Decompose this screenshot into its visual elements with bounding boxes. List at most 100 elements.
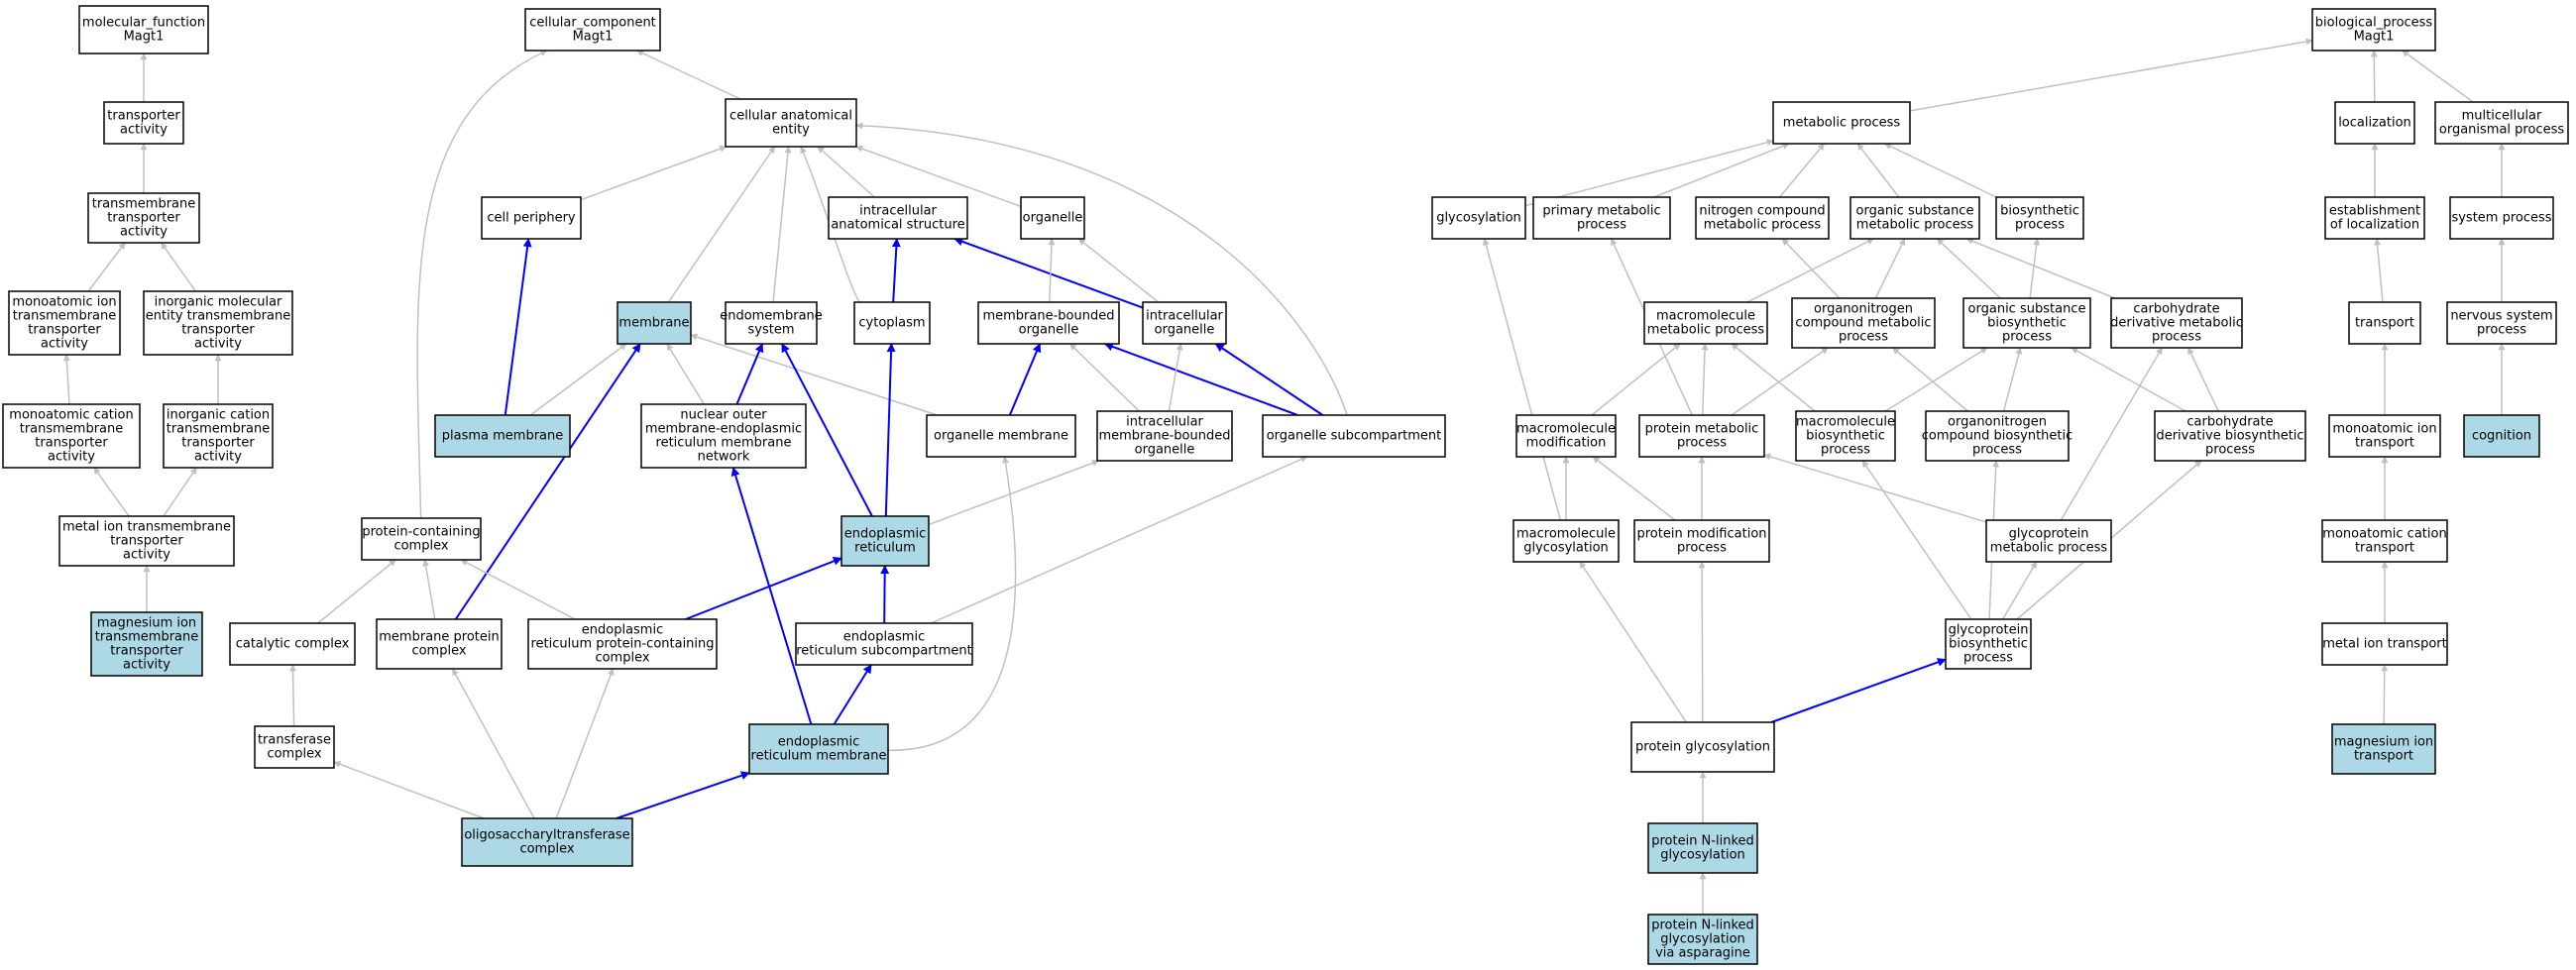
node-organelle-membrane[interactable]: organelle membrane <box>926 414 1076 458</box>
node-label-line: process <box>1821 443 1870 458</box>
node-protein-glycosylation[interactable]: protein glycosylation <box>1630 721 1775 773</box>
node-inorganic-cation-transmembrane-transporter-activity[interactable]: inorganic cationtransmembranetransporter… <box>163 403 274 469</box>
node-label-line: cytoplasm <box>858 316 925 331</box>
node-box <box>163 403 274 469</box>
node-catalytic-complex[interactable]: catalytic complex <box>229 622 356 666</box>
node-monoatomic-cation-transmembrane-transporter-activity[interactable]: monoatomic cationtransmembranetransporte… <box>2 403 141 469</box>
node-label-line: process <box>1839 330 1888 345</box>
node-glycosylation[interactable]: glycosylation <box>1431 196 1526 240</box>
node-label-line: metal ion transmembrane <box>62 520 231 535</box>
node-metabolic-process[interactable]: metabolic process <box>1772 101 1911 145</box>
node-label-line: intracellular <box>1126 415 1203 430</box>
node-box <box>640 403 807 469</box>
edge-mop-to-bp <box>2402 50 2474 103</box>
edge-pcc-to-cc <box>416 50 548 519</box>
node-label-line: process <box>2152 330 2201 345</box>
node-organelle[interactable]: organelle <box>1020 196 1085 240</box>
node-cognition[interactable]: cognition <box>2463 414 2540 458</box>
node-organelle-subcompartment[interactable]: organelle subcompartment <box>1262 414 1446 458</box>
node-label-line: process <box>2015 218 2065 233</box>
edge-io-to-org <box>1077 238 1160 303</box>
node-metal-ion-transport[interactable]: metal ion transport <box>2321 622 2448 666</box>
edge-cyt-to-ias <box>891 238 901 303</box>
node-membrane[interactable]: membrane <box>616 301 692 345</box>
node-label-line: endoplasmic <box>582 623 663 638</box>
edge-tr-to-eol <box>2374 238 2384 303</box>
node-label-line: of localization <box>2330 218 2419 233</box>
node-label-line: primary metabolic <box>1542 204 1660 219</box>
edge-os-to-io <box>1214 343 1324 416</box>
node-nuclear-outer-membrane-endoplasmic-reticulum-membrane-network[interactable]: nuclear outermembrane-endoplasmicreticul… <box>640 403 807 469</box>
edge-ost-to-erm <box>616 771 750 819</box>
edge-cp-to-cae <box>580 145 728 201</box>
node-label-line: intracellular <box>1146 309 1223 324</box>
node-label-line: cognition <box>2472 429 2531 444</box>
node-label-line: protein N-linked <box>1651 834 1754 849</box>
node-transport[interactable]: transport <box>2348 301 2421 345</box>
node-cytoplasm[interactable]: cytoplasm <box>853 301 931 345</box>
edge-mm-to-mmp <box>1591 343 1681 416</box>
edge-ias-to-cae <box>817 146 875 198</box>
node-box <box>2324 196 2425 240</box>
edge-pm-to-mem <box>529 343 627 416</box>
node-cell-periphery[interactable]: cell periphery <box>481 196 582 240</box>
edge-os-to-cae <box>855 122 1348 416</box>
node-box <box>853 301 931 345</box>
node-localization[interactable]: localization <box>2334 101 2415 145</box>
node-plasma-membrane[interactable]: plasma membrane <box>434 414 571 458</box>
edge-mbp-to-mmp <box>1731 343 1816 412</box>
node-magnesium-ion-transmembrane-transporter-activity[interactable]: magnesium iontransmembranetransporteract… <box>90 611 203 677</box>
edge-gbp-to-mbp <box>1861 460 1972 620</box>
node-box <box>2 403 141 469</box>
edge-pg-to-mg <box>1579 561 1688 723</box>
node-monoatomic-ion-transmembrane-transporter-activity[interactable]: monoatomic iontransmembranetransporterac… <box>8 290 121 356</box>
node-system-process[interactable]: system process <box>2449 196 2554 240</box>
node-metal-ion-transmembrane-transporter-activity[interactable]: metal ion transmembranetransporteractivi… <box>58 515 235 567</box>
